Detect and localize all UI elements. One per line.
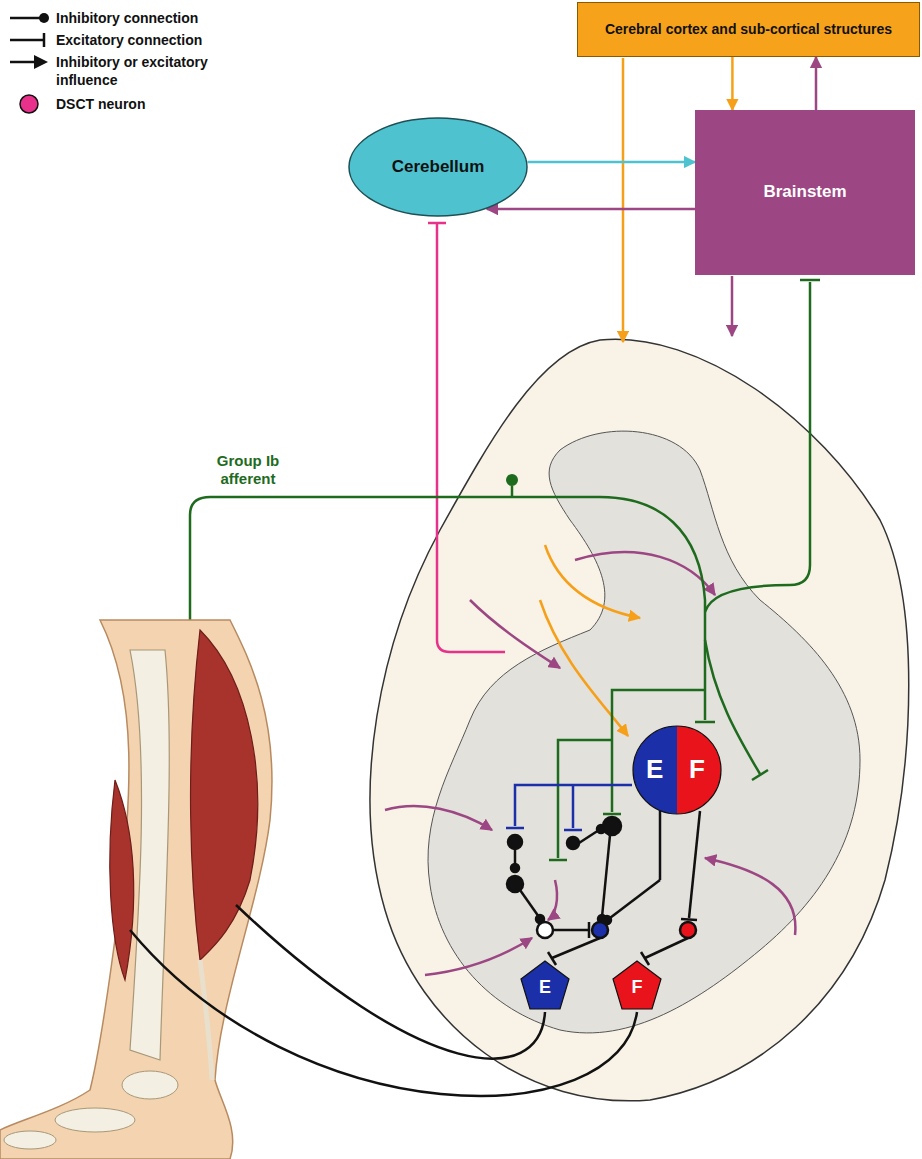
interneuron-pool-circle: EF [632, 725, 722, 815]
legend-text: Inhibitory or excitatory influence [56, 53, 251, 89]
interneuron-network [602, 835, 610, 917]
group-ib-afferent [603, 813, 621, 816]
legend-symbol [10, 13, 49, 113]
descending-pathway [622, 58, 625, 342]
dsct-tract [428, 223, 505, 652]
brain-region-ellipse: Cerebellum [348, 117, 528, 217]
descending-pathway [575, 552, 715, 595]
interneuron-network [659, 810, 662, 880]
interneuron-network [680, 922, 696, 938]
legend-text: Inhibitory connection [56, 9, 251, 27]
descending-pathway [425, 938, 532, 975]
legend-symbol [20, 95, 38, 113]
pathway-connector [528, 161, 695, 164]
dsct-tract [428, 222, 446, 225]
legend-symbol [10, 61, 36, 64]
descending-pathway [731, 276, 734, 336]
node-text: E [646, 754, 663, 785]
leg-illustration [0, 620, 272, 1159]
brain-region-ellipse-outline [349, 118, 527, 216]
group-ib-afferent [705, 282, 810, 612]
leg-illustration [55, 1108, 135, 1132]
motor-axon [236, 905, 545, 1059]
node-text: Brainstem [763, 182, 846, 202]
node-text: E [539, 977, 551, 999]
group-ib-afferent [558, 740, 612, 858]
group-ib-afferent [190, 280, 820, 1000]
interneuron-network [606, 880, 660, 921]
motor-axon [130, 930, 637, 1096]
leg-illustration [122, 1071, 178, 1099]
interneuron-network [548, 952, 556, 965]
interneuron-pool-circle-outline [633, 726, 721, 814]
interneuron-network [511, 864, 519, 872]
interneuron-network [689, 811, 700, 918]
descending-pathway [385, 806, 492, 830]
dsct-tract [437, 224, 505, 652]
node-text: F [632, 977, 643, 999]
interneuron-pool-circle-outline [633, 726, 677, 814]
interneuron-network [603, 916, 611, 924]
node-text: Cerebral cortex and sub-cortical structu… [605, 21, 892, 38]
interneuron-network [681, 919, 697, 920]
interneuron-network [552, 938, 600, 958]
pathway-connector [487, 208, 695, 211]
motoneuron-pentagon-outline [613, 961, 661, 1009]
interneuron-network [588, 922, 591, 938]
brain-region-box: Cerebral cortex and sub-cortical structu… [577, 2, 920, 57]
interneuron-network [603, 817, 621, 835]
interneuron-network [641, 952, 649, 965]
group-ib-afferent [800, 279, 820, 282]
descending-pathway [705, 858, 795, 935]
motoneuron-pentagon-outline [521, 961, 569, 1009]
interneuron-network [553, 929, 588, 932]
legend-symbol [34, 55, 48, 69]
interneuron-network [645, 938, 688, 958]
pathway-connector [815, 57, 818, 110]
spinal-cord-grey-matter [428, 431, 860, 1033]
leg-illustration [191, 630, 258, 960]
interneuron-network [579, 830, 599, 843]
leg-illustration [110, 780, 134, 980]
interneuron-network [564, 829, 582, 832]
descending-pathway [540, 600, 628, 736]
motoneuron-pentagon: F [611, 959, 663, 1011]
legend-symbol [43, 33, 46, 47]
pathway-label: Group Ib afferent [203, 452, 293, 488]
group-ib-afferent [695, 721, 715, 724]
motor-axon [130, 905, 637, 1096]
pathway-connector [731, 57, 734, 110]
group-ib-afferent [752, 770, 768, 780]
interneuron-network [537, 922, 553, 938]
legend-text: DSCT neuron [56, 95, 251, 113]
interneuron-network [567, 837, 579, 849]
legend-symbol [10, 17, 40, 20]
interneuron-network [506, 827, 524, 830]
leg-illustration [4, 1131, 56, 1149]
legend-symbol [10, 39, 44, 42]
leg-illustration [200, 960, 212, 1080]
descending-pathway [548, 880, 557, 920]
leg-illustration [0, 620, 272, 1159]
interneuron-network [520, 890, 539, 917]
spinal-cord-white-matter [370, 339, 909, 1101]
node-text: Cerebellum [392, 157, 485, 177]
motoneuron-pentagon: E [519, 959, 571, 1011]
interneuron-pool-circle-outline [632, 725, 722, 815]
legend-symbol [39, 13, 49, 23]
group-ib-afferent [549, 859, 567, 862]
interneuron-network [508, 835, 522, 849]
leg-illustration [130, 650, 169, 1060]
brain-region-box: Brainstem [695, 110, 915, 275]
interneuron-pool-circle-outline [677, 726, 721, 814]
legend-text: Excitatory connection [56, 31, 251, 49]
interneuron-network [572, 785, 575, 828]
node-text: F [689, 754, 705, 785]
group-ib-afferent [506, 474, 518, 486]
descending-pathway [470, 600, 560, 668]
group-ib-afferent [511, 486, 514, 497]
